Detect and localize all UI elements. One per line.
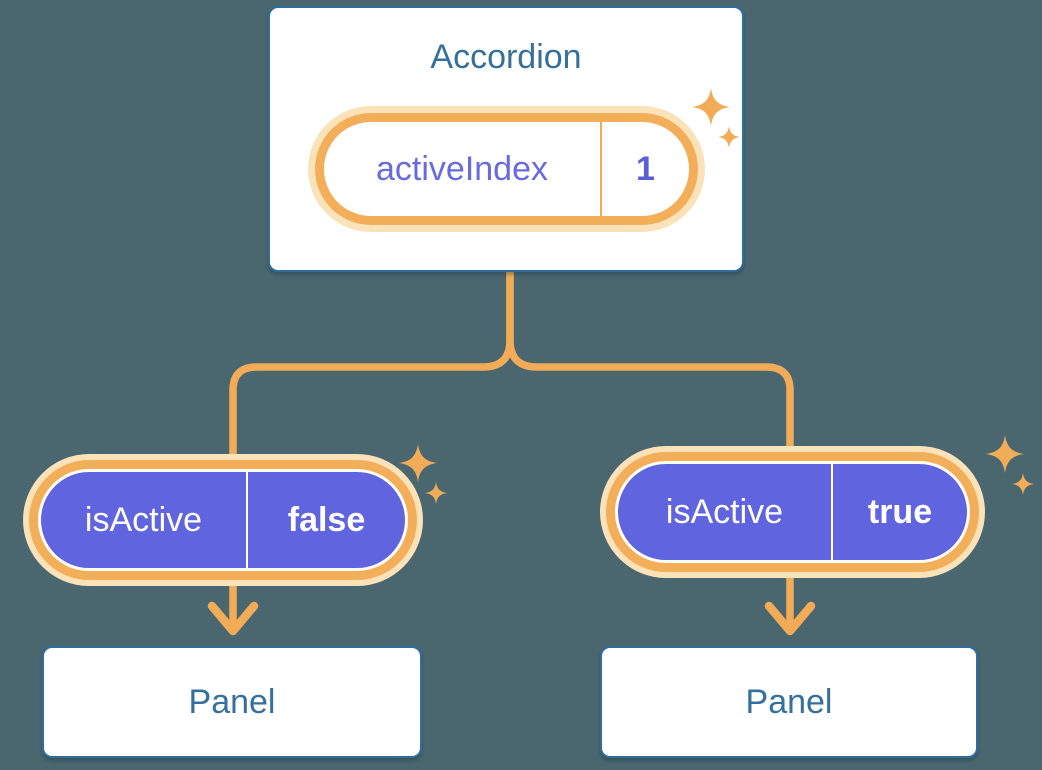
isactive-false-prop-pill: isActive false	[23, 454, 423, 586]
prop-key-label: isActive	[665, 492, 784, 531]
activeindex-state-pill: activeIndex 1	[308, 106, 705, 232]
connector-right-branch	[506, 268, 794, 630]
isactive-true-prop-pill: isActive true	[600, 446, 985, 578]
pill-ring: activeIndex 1	[315, 113, 698, 225]
pill-ring: isActive true	[606, 452, 979, 572]
state-value-label: 1	[600, 122, 689, 216]
panel-title: Panel	[188, 682, 276, 721]
prop-value-label: true	[831, 464, 967, 560]
panel-card-left: Panel	[42, 646, 422, 758]
panel-card-right: Panel	[600, 646, 978, 758]
panel-title: Panel	[745, 682, 833, 721]
arrow-down-icon	[207, 601, 259, 636]
prop-key-label: isActive	[84, 500, 203, 539]
prop-value-label: false	[246, 472, 405, 568]
accordion-card-title: Accordion	[430, 38, 582, 76]
state-key-label: activeIndex	[376, 149, 548, 188]
arrow-down-icon	[764, 601, 816, 636]
pill-ring: isActive false	[29, 460, 417, 580]
sparkle-icon	[692, 88, 741, 149]
sparkle-icon	[399, 444, 448, 505]
sparkle-icon	[986, 435, 1035, 496]
